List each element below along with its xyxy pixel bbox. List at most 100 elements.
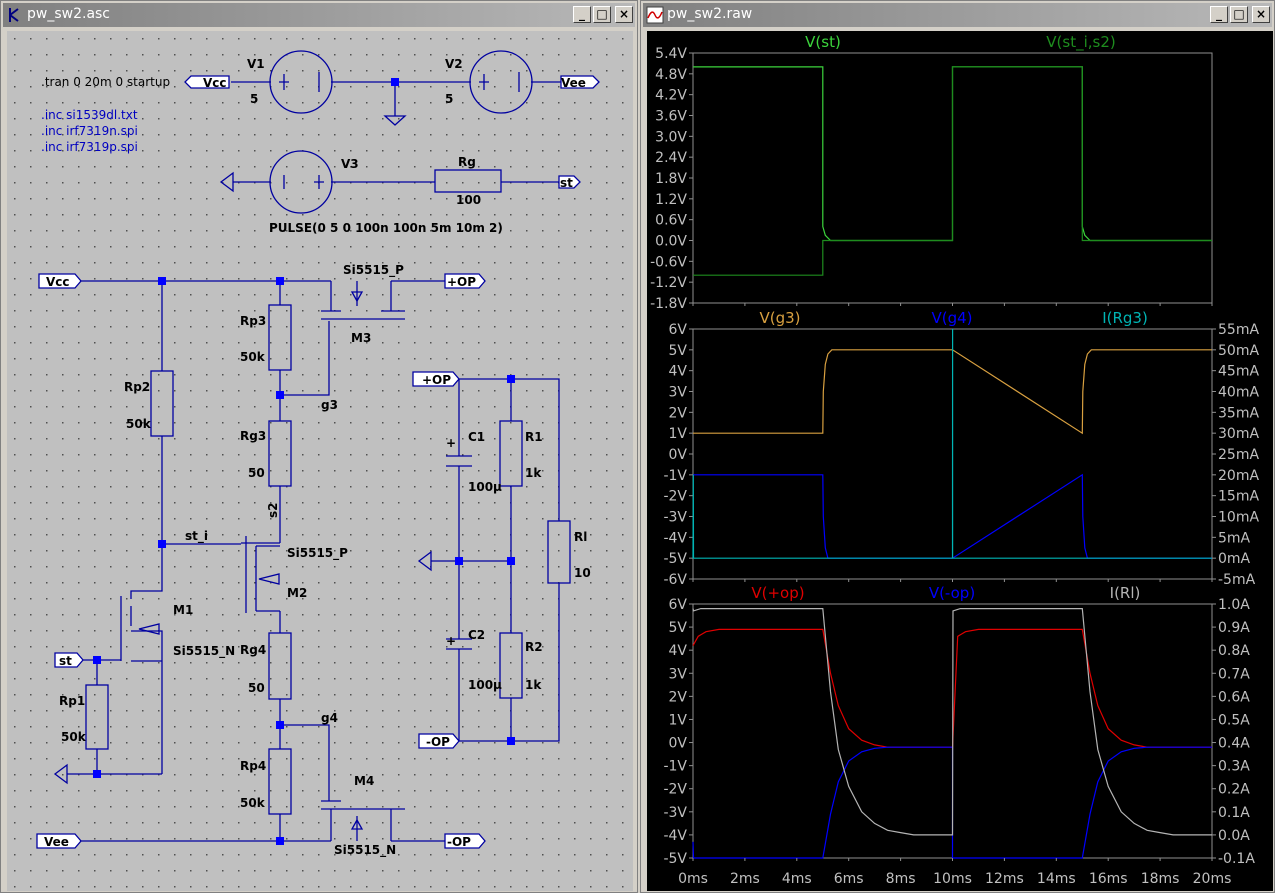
- r1-value[interactable]: 1k: [525, 466, 542, 480]
- m4-type[interactable]: Si5515_N: [334, 843, 396, 858]
- y-right-tick-label: 0.0A: [1218, 828, 1250, 844]
- y-right-tick-label: 30mA: [1218, 426, 1259, 442]
- close-button[interactable]: ×: [615, 6, 633, 23]
- st-label: st: [560, 176, 573, 190]
- r2-name[interactable]: R2: [525, 640, 543, 654]
- v2-value[interactable]: 5: [445, 92, 453, 106]
- y-tick-label: -4V: [663, 530, 687, 546]
- maximize-button[interactable]: □: [1230, 6, 1248, 23]
- st-port[interactable]: [558, 175, 581, 189]
- x-tick-label: 14ms: [1037, 871, 1076, 887]
- v1-name[interactable]: V1: [247, 57, 265, 71]
- y-tick-label: -1.2V: [650, 275, 687, 291]
- vcc-port[interactable]: [38, 273, 82, 289]
- m1-name[interactable]: M1: [173, 603, 193, 617]
- rp3-value[interactable]: 50k: [240, 350, 266, 364]
- y-tick-label: 2V: [669, 405, 688, 421]
- schematic-titlebar[interactable]: pw_sw2.asc _ □ ×: [3, 3, 635, 27]
- rp1-name[interactable]: Rp1: [59, 694, 85, 708]
- c1-name[interactable]: C1: [468, 430, 485, 444]
- c2-plus: +: [446, 634, 456, 648]
- rg-name[interactable]: Rg: [458, 155, 476, 169]
- c1-value[interactable]: 100µ: [468, 480, 502, 494]
- series-line: [692, 746, 1212, 859]
- c2-name[interactable]: C2: [468, 628, 485, 642]
- schematic-canvas[interactable]: .tran 0 20m 0 startup .inc si1539dl.txt …: [7, 31, 633, 891]
- rp3-name[interactable]: Rp3: [240, 314, 266, 328]
- g4-label: g4: [321, 711, 338, 725]
- minus-op-port[interactable]: [418, 733, 460, 749]
- plus-op-port[interactable]: [444, 273, 486, 289]
- rg3-value[interactable]: 50: [248, 466, 265, 480]
- v2-name[interactable]: V2: [445, 57, 463, 71]
- include-directive[interactable]: .inc irf7319p.spi: [41, 140, 138, 154]
- m2-name[interactable]: M2: [287, 586, 307, 600]
- minimize-button[interactable]: _: [573, 6, 591, 23]
- rp4-value[interactable]: 50k: [240, 796, 266, 810]
- x-tick-label: 16ms: [1089, 871, 1128, 887]
- y-tick-label: -4V: [663, 828, 687, 844]
- include-directive[interactable]: .inc si1539dl.txt: [41, 108, 138, 122]
- plus-op-port[interactable]: [412, 371, 460, 387]
- m1-type[interactable]: Si5515_N: [173, 644, 235, 659]
- y-tick-label: 4V: [669, 643, 688, 659]
- y-tick-label: 5.4V: [655, 46, 687, 62]
- pulse-value[interactable]: PULSE(0 5 0 100n 100n 5m 10m 2): [269, 221, 503, 235]
- rp4-name[interactable]: Rp4: [240, 759, 266, 773]
- rl-name[interactable]: Rl: [574, 530, 587, 544]
- y-tick-label: 5V: [669, 343, 688, 359]
- c2-value[interactable]: 100µ: [468, 678, 502, 692]
- waveform-title: pw_sw2.raw: [667, 6, 753, 22]
- v1-value[interactable]: 5: [250, 92, 258, 106]
- m3-name[interactable]: M3: [351, 331, 371, 345]
- st-port[interactable]: [54, 652, 84, 668]
- s2-label: s2: [266, 503, 280, 519]
- rg3-name[interactable]: Rg3: [240, 429, 266, 443]
- vee-port[interactable]: [36, 833, 82, 849]
- rp1-value[interactable]: 50k: [61, 730, 87, 744]
- rg4-name[interactable]: Rg4: [240, 643, 266, 657]
- rl-value[interactable]: 10: [574, 566, 591, 580]
- g3-label: g3: [321, 398, 338, 412]
- plus-op-label: +OP: [447, 275, 476, 289]
- vcc-port[interactable]: [184, 75, 230, 89]
- y-right-tick-label: 0mA: [1218, 551, 1251, 567]
- include-directive[interactable]: .inc irf7319n.spi: [41, 124, 138, 138]
- y-right-tick-label: 40mA: [1218, 385, 1259, 401]
- m2-type[interactable]: Si5515_P: [287, 546, 348, 561]
- y-right-tick-label: 55mA: [1218, 322, 1259, 338]
- y-tick-label: 3.6V: [655, 109, 687, 125]
- minimize-button[interactable]: _: [1210, 6, 1228, 23]
- y-tick-label: 6V: [669, 597, 688, 613]
- x-tick-label: 12ms: [985, 871, 1024, 887]
- m3-type[interactable]: Si5515_P: [343, 263, 404, 278]
- waveform-plots[interactable]: 5.4V4.8V4.2V3.6V3.0V2.4V1.8V1.2V0.6V0.0V…: [647, 31, 1273, 891]
- y-tick-label: -1V: [663, 468, 687, 484]
- r1-name[interactable]: R1: [525, 430, 543, 444]
- minus-op-port[interactable]: [444, 833, 486, 849]
- rg4-value[interactable]: 50: [248, 681, 265, 695]
- waveform-titlebar[interactable]: pw_sw2.raw _ □ ×: [643, 3, 1272, 27]
- y-tick-label: 2.4V: [655, 150, 687, 166]
- vee-label: Vee: [561, 76, 586, 90]
- y-right-tick-label: 0.1A: [1218, 805, 1250, 821]
- rg-value[interactable]: 100: [456, 193, 481, 207]
- maximize-button[interactable]: □: [593, 6, 611, 23]
- r2-value[interactable]: 1k: [525, 678, 542, 692]
- y-right-tick-label: -0.1A: [1218, 851, 1255, 867]
- tran-directive[interactable]: .tran 0 20m 0 startup: [41, 75, 170, 89]
- rp2-value[interactable]: 50k: [126, 417, 152, 431]
- series-line: [692, 607, 1212, 836]
- series-legend-label: V(st): [805, 33, 841, 51]
- v3-name[interactable]: V3: [341, 157, 359, 171]
- close-button[interactable]: ×: [1252, 6, 1270, 23]
- series-legend-label: I(Rl): [1110, 584, 1141, 602]
- m4-name[interactable]: M4: [354, 774, 374, 788]
- y-tick-label: 2V: [669, 689, 688, 705]
- rp2-name[interactable]: Rp2: [124, 380, 150, 394]
- y-right-tick-label: 25mA: [1218, 447, 1259, 463]
- vee-port[interactable]: [560, 75, 600, 89]
- y-right-tick-label: 20mA: [1218, 468, 1259, 484]
